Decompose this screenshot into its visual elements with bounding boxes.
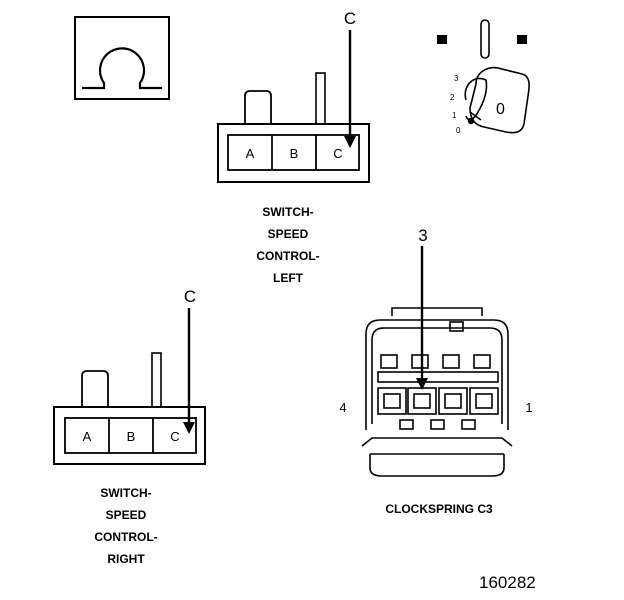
ignition-position-1: 1 — [452, 111, 457, 120]
clockspring-terminal-top-2 — [442, 354, 460, 369]
ignition-switch-symbol: 3 2 1 0 0 — [437, 19, 530, 135]
clockspring-caption: CLOCKSPRING C3 — [385, 502, 493, 516]
clockspring-cavity-3-inner — [413, 393, 431, 409]
left-switch-pin-c: C — [333, 146, 342, 161]
left-switch-pin-a: A — [246, 146, 255, 161]
clockspring-pin-4-label: 4 — [339, 400, 346, 415]
clockspring-terminal-top-3 — [411, 354, 429, 369]
clockspring-cavity-4 — [377, 387, 407, 415]
left-switch-callout-label: C — [344, 9, 356, 28]
clockspring-lower-body — [369, 454, 505, 477]
right-switch-cavity-row — [64, 417, 197, 454]
ignition-key-label: 0 — [496, 101, 505, 118]
ignition-position-indicator — [467, 117, 475, 125]
ohm-glyph — [82, 47, 162, 90]
ignition-key-head — [469, 66, 530, 134]
left-switch-pin-b: B — [290, 146, 299, 161]
ignition-marker-right — [517, 35, 527, 44]
clockspring-key-3 — [461, 419, 476, 430]
clockspring-callout-arrowhead — [416, 378, 428, 390]
right-switch-pin-a: A — [83, 429, 92, 444]
left-switch-cavity-row — [227, 134, 360, 171]
clockspring-inner-shell — [371, 327, 503, 424]
right-switch-caption-line-3: CONTROL- — [94, 530, 157, 544]
ohmmeter-symbol — [74, 16, 170, 100]
ignition-position-2: 2 — [450, 93, 455, 102]
left-switch-tab-wide — [244, 90, 272, 124]
clockspring-cavity-1-inner — [475, 393, 493, 409]
left-switch-caption-line-4: LEFT — [273, 271, 304, 285]
right-switch-callout-label: C — [184, 287, 196, 306]
clockspring-latch-tab — [449, 321, 464, 332]
ignition-key-blade — [469, 111, 482, 121]
ignition-marker-left — [437, 35, 447, 44]
clockspring-callout-label: 3 — [418, 226, 427, 245]
clockspring-outer-shell — [365, 319, 509, 430]
clockspring-pin-1-label: 1 — [525, 400, 532, 415]
right-switch-tab-wide — [81, 370, 109, 407]
left-switch-connector: A B C C SWITCH- SPEED CONTROL- LEFT — [217, 9, 370, 285]
right-switch-caption-line-2: SPEED — [106, 508, 147, 522]
right-switch-caption-line-4: RIGHT — [107, 552, 145, 566]
clockspring-key-1 — [399, 419, 414, 430]
clockspring-terminal-rail — [377, 371, 499, 383]
clockspring-terminal-top-1 — [473, 354, 491, 369]
right-switch-connector: A B C C SWITCH- SPEED CONTROL- RIGHT — [53, 287, 206, 566]
clockspring-top-latch — [391, 307, 483, 316]
clockspring-key-2 — [430, 419, 445, 430]
clockspring-cavity-3 — [407, 387, 437, 415]
clockspring-cavity-1 — [469, 387, 499, 415]
left-switch-caption-line-2: SPEED — [268, 227, 309, 241]
clockspring-terminal-top-4 — [380, 354, 398, 369]
right-switch-caption-line-1: SWITCH- — [100, 486, 151, 500]
clockspring-cavity-2-inner — [444, 393, 462, 409]
clockspring-connector — [361, 307, 513, 477]
ignition-position-0: 0 — [456, 126, 461, 135]
right-switch-tab-narrow — [151, 352, 162, 408]
ignition-key-slot — [480, 19, 490, 59]
ignition-position-3: 3 — [454, 74, 459, 83]
right-switch-callout-arrowhead — [183, 422, 195, 434]
left-switch-caption-line-3: CONTROL- — [256, 249, 319, 263]
clockspring-labels: 3 4 1 CLOCKSPRING C3 — [339, 226, 532, 516]
right-switch-pin-c: C — [170, 429, 179, 444]
left-switch-callout-arrowhead — [344, 136, 356, 148]
clockspring-cavity-2 — [438, 387, 468, 415]
right-switch-pin-b: B — [127, 429, 136, 444]
clockspring-collar — [361, 437, 513, 447]
left-switch-tab-narrow — [315, 72, 326, 125]
ohm-symbol-frame — [74, 16, 170, 100]
clockspring-cavity-4-inner — [383, 393, 401, 409]
figure-number: 160282 — [479, 573, 536, 592]
left-switch-caption-line-1: SWITCH- — [262, 205, 313, 219]
